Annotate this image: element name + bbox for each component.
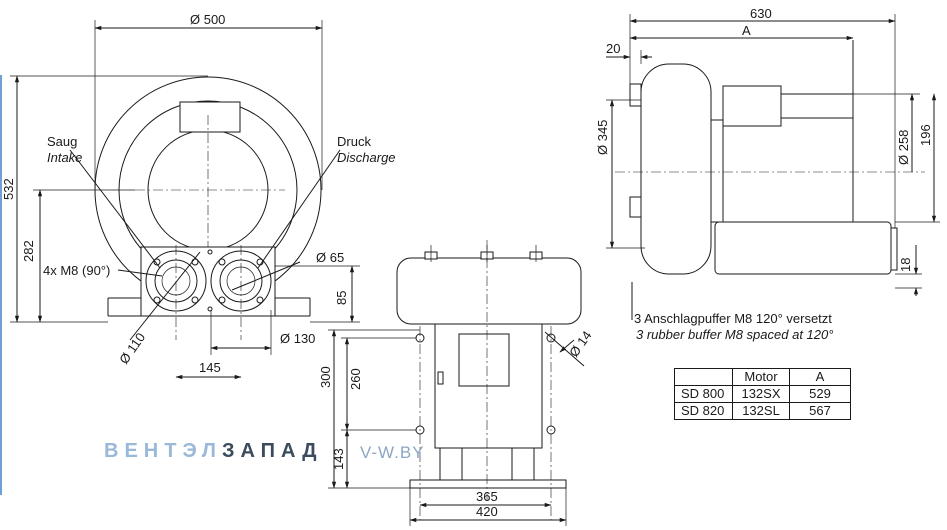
bolts-label: 4x M8 (90°) [43, 263, 110, 278]
dim-260: 260 [348, 368, 363, 390]
terminal-box-side [722, 85, 782, 127]
dim-65: Ø 65 [316, 250, 344, 265]
dim-130: Ø 130 [280, 331, 315, 346]
table-cell: 529 [789, 385, 851, 403]
intake-label-en: Intake [47, 150, 82, 165]
motor-boss [179, 101, 241, 133]
discharge-label-en: Discharge [337, 150, 396, 165]
motor-spec-table: Motor A SD 800 132SX 529 SD 820 132SL 56… [674, 368, 851, 420]
dim-110: Ø 110 [116, 330, 148, 367]
blower-housing-side [640, 63, 712, 275]
dim-345: Ø 345 [595, 120, 610, 155]
dim-420: 420 [476, 504, 498, 519]
table-row: SD 820 132SL 567 [674, 402, 851, 420]
dim-143: 143 [331, 448, 346, 470]
dim-300: 300 [318, 366, 333, 388]
dim-diameter-500: Ø 500 [190, 12, 225, 27]
intake-label-de: Saug [47, 134, 77, 149]
dim-14: Ø 14 [566, 328, 594, 360]
table-header-row: Motor A [674, 368, 851, 386]
dim-145: 145 [199, 360, 221, 375]
discharge-label-de: Druck [337, 134, 371, 149]
side-view: 630 A 20 Ø 345 Ø 258 196 18 3 Anschlagpu… [595, 6, 940, 342]
table-cell: 567 [789, 402, 851, 420]
table-header-cell [674, 368, 733, 386]
terminal-box [458, 333, 510, 387]
table-row: SD 800 132SX 529 [674, 385, 851, 403]
dim-A: A [742, 23, 751, 38]
motor-side [714, 221, 892, 275]
dim-532: 532 [1, 178, 16, 200]
dim-282: 282 [21, 240, 36, 262]
base-plate [409, 479, 567, 489]
dim-18: 18 [898, 258, 913, 272]
brand-part-2: ЗАПАД [221, 440, 323, 462]
brand-watermark: ВЕНТЭЛЗАПАД [104, 440, 322, 463]
table-cell: 132SX [732, 385, 790, 403]
dim-85: 85 [334, 291, 349, 305]
brand-part-1: ВЕНТЭЛ [104, 440, 222, 462]
blower-top-body [396, 257, 582, 325]
buffer-note-en: 3 rubber buffer M8 spaced at 120° [636, 327, 833, 342]
dim-20: 20 [606, 41, 620, 56]
left-edge-bar [0, 75, 2, 495]
dim-365: 365 [476, 489, 498, 504]
dim-196: 196 [918, 124, 933, 146]
buffer-note-de: 3 Anschlagpuffer M8 120° versetzt [634, 311, 832, 326]
base-view: 300 260 143 365 420 Ø 14 [318, 240, 595, 526]
dim-258: Ø 258 [896, 130, 911, 165]
site-watermark: V-W.BY [360, 443, 425, 462]
dim-630: 630 [750, 6, 772, 21]
table-header-cell: A [789, 368, 851, 386]
table-cell: 132SL [732, 402, 790, 420]
table-cell: SD 800 [674, 385, 733, 403]
table-cell: SD 820 [674, 402, 733, 420]
table-header-cell: Motor [732, 368, 790, 386]
front-view: Ø 500 532 282 85 145 Ø 130 Ø 110 Ø 65 4x… [1, 12, 396, 380]
